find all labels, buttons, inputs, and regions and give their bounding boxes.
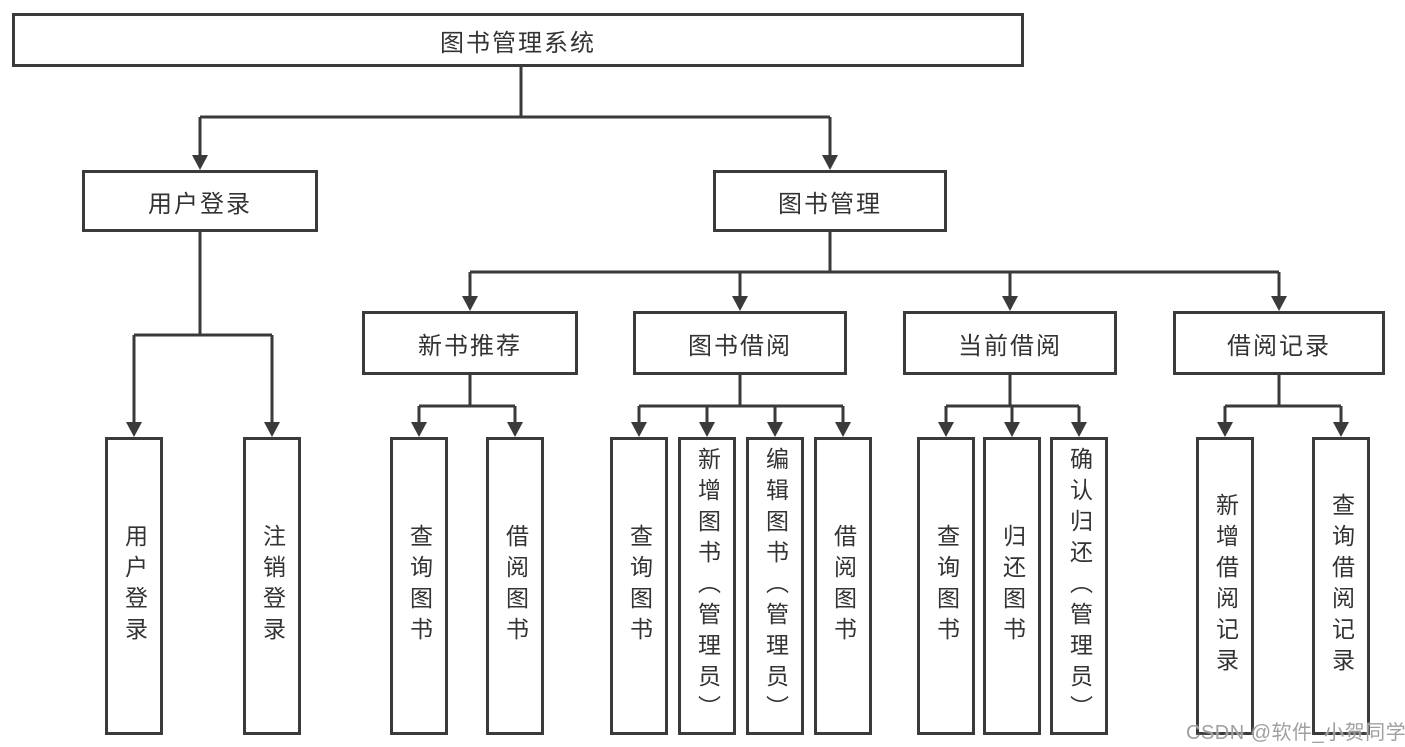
arrow-down-icon — [192, 155, 208, 170]
node-label: 用户登录 — [148, 190, 252, 218]
node-label: 新书推荐 — [418, 332, 522, 360]
leaf-current-return: 归还图书 — [983, 437, 1041, 735]
node-label: 图书管理系统 — [440, 29, 596, 57]
arrow-down-icon — [631, 422, 647, 437]
arrow-down-icon — [1333, 422, 1349, 437]
node-root-system: 图书管理系统 — [12, 13, 1024, 67]
arrow-down-icon — [732, 296, 748, 311]
tree-edges — [132, 67, 1343, 424]
leaf-label: 新增借阅记录 — [1212, 493, 1239, 679]
arrow-down-icon — [264, 422, 280, 437]
node-current-borrow: 当前借阅 — [903, 311, 1117, 375]
node-borrow-record: 借阅记录 — [1173, 311, 1385, 375]
leaf-label: 查询图书 — [626, 524, 653, 648]
leaf-newbook-borrow: 借阅图书 — [486, 437, 544, 735]
leaf-current-confirm-admin: 确认归还（管理员） — [1050, 437, 1108, 735]
node-label: 图书借阅 — [688, 332, 792, 360]
arrow-down-icon — [1002, 296, 1018, 311]
leaf-logout: 注销登录 — [243, 437, 301, 735]
leaf-label: 借阅图书 — [502, 524, 529, 648]
leaf-label: 查询图书 — [406, 524, 433, 648]
leaf-borrow-borrow: 借阅图书 — [814, 437, 872, 735]
leaf-label: 确认归还（管理员） — [1066, 446, 1093, 726]
leaf-label: 查询图书 — [933, 524, 960, 648]
arrowheads — [126, 155, 1349, 437]
leaf-label: 注销登录 — [259, 524, 286, 648]
node-new-book-recommend: 新书推荐 — [362, 311, 578, 375]
arrow-down-icon — [1004, 422, 1020, 437]
leaf-borrow-edit-admin: 编辑图书（管理员） — [746, 437, 804, 735]
leaf-newbook-query: 查询图书 — [390, 437, 448, 735]
leaf-label: 归还图书 — [999, 524, 1026, 648]
leaf-current-query: 查询图书 — [917, 437, 975, 735]
node-label: 当前借阅 — [958, 332, 1062, 360]
leaf-borrow-query: 查询图书 — [610, 437, 668, 735]
node-book-management: 图书管理 — [713, 170, 947, 232]
arrow-down-icon — [835, 422, 851, 437]
leaf-label: 用户登录 — [121, 524, 148, 648]
leaf-label: 查询借阅记录 — [1328, 493, 1355, 679]
arrow-down-icon — [507, 422, 523, 437]
leaf-record-add: 新增借阅记录 — [1196, 437, 1254, 735]
node-book-borrow: 图书借阅 — [633, 311, 847, 375]
leaf-record-query: 查询借阅记录 — [1312, 437, 1370, 735]
arrow-down-icon — [411, 422, 427, 437]
arrow-down-icon — [767, 422, 783, 437]
leaf-user-login: 用户登录 — [105, 437, 163, 735]
node-user-login: 用户登录 — [82, 170, 318, 232]
arrow-down-icon — [822, 155, 838, 170]
arrow-down-icon — [462, 296, 478, 311]
arrow-down-icon — [699, 422, 715, 437]
leaf-label: 新增图书（管理员） — [694, 446, 721, 726]
leaf-label: 借阅图书 — [830, 524, 857, 648]
csdn-watermark: CSDN @软件_小贺同学 — [1186, 722, 1405, 744]
leaf-borrow-add-admin: 新增图书（管理员） — [678, 437, 736, 735]
leaf-label: 编辑图书（管理员） — [762, 446, 789, 726]
arrow-down-icon — [1217, 422, 1233, 437]
node-label: 图书管理 — [778, 190, 882, 218]
arrow-down-icon — [938, 422, 954, 437]
arrow-down-icon — [1271, 296, 1287, 311]
node-label: 借阅记录 — [1227, 332, 1331, 360]
arrow-down-icon — [1071, 422, 1087, 437]
arrow-down-icon — [126, 422, 142, 437]
